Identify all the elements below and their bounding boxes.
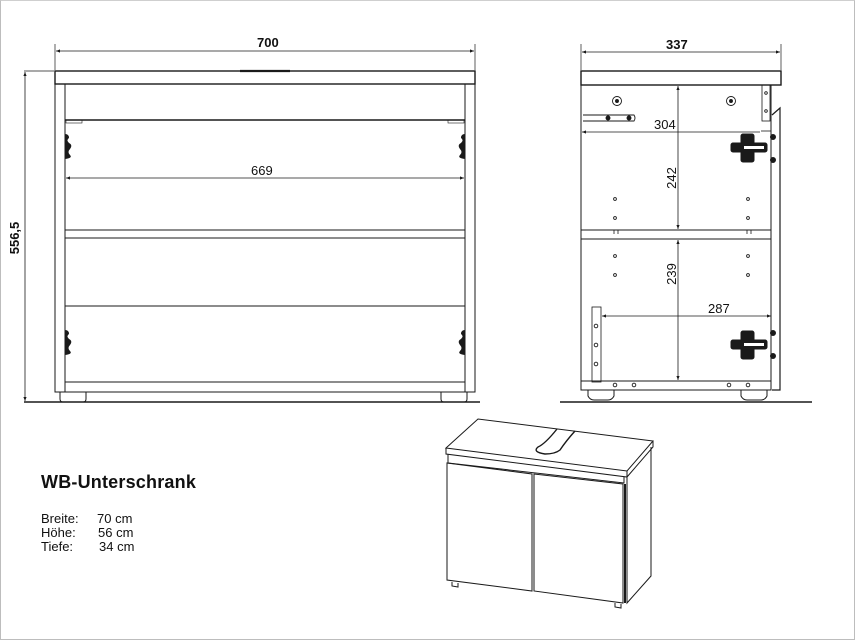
spec-label: Breite: (41, 511, 79, 526)
spec-value: 56 cm (98, 525, 134, 540)
front-view (23, 44, 480, 403)
front-inner-width-label: 669 (251, 163, 273, 178)
hinge-icon (65, 134, 465, 355)
screw-icons (593, 91, 768, 388)
front-height-label: 556,5 (7, 222, 22, 255)
spec-label: Höhe: (41, 525, 76, 540)
upper-compartment-height-label: 242 (664, 167, 679, 189)
spec-label: Tiefe: (41, 539, 74, 554)
side-inner-depth-bottom-label: 287 (708, 301, 730, 316)
side-inner-depth-top-label: 304 (654, 117, 676, 132)
spec-row-depth: Tiefe: 34 cm (41, 540, 134, 554)
side-view (560, 44, 812, 403)
spec-row-width: Breite: 70 cm (41, 512, 134, 526)
concealed-hinge-icon (730, 133, 776, 360)
product-title: WB-Unterschrank (41, 472, 197, 492)
perspective-view (444, 418, 654, 609)
front-width-label: 700 (257, 35, 279, 50)
spec-value: 34 cm (99, 539, 135, 554)
side-depth-label: 337 (666, 37, 688, 52)
lower-compartment-height-label: 239 (664, 263, 679, 285)
product-specs: Breite: 70 cm Höhe: 56 cm Tiefe: 34 cm (41, 512, 134, 554)
spec-row-height: Höhe: 56 cm (41, 526, 134, 540)
spec-value: 70 cm (97, 511, 133, 526)
